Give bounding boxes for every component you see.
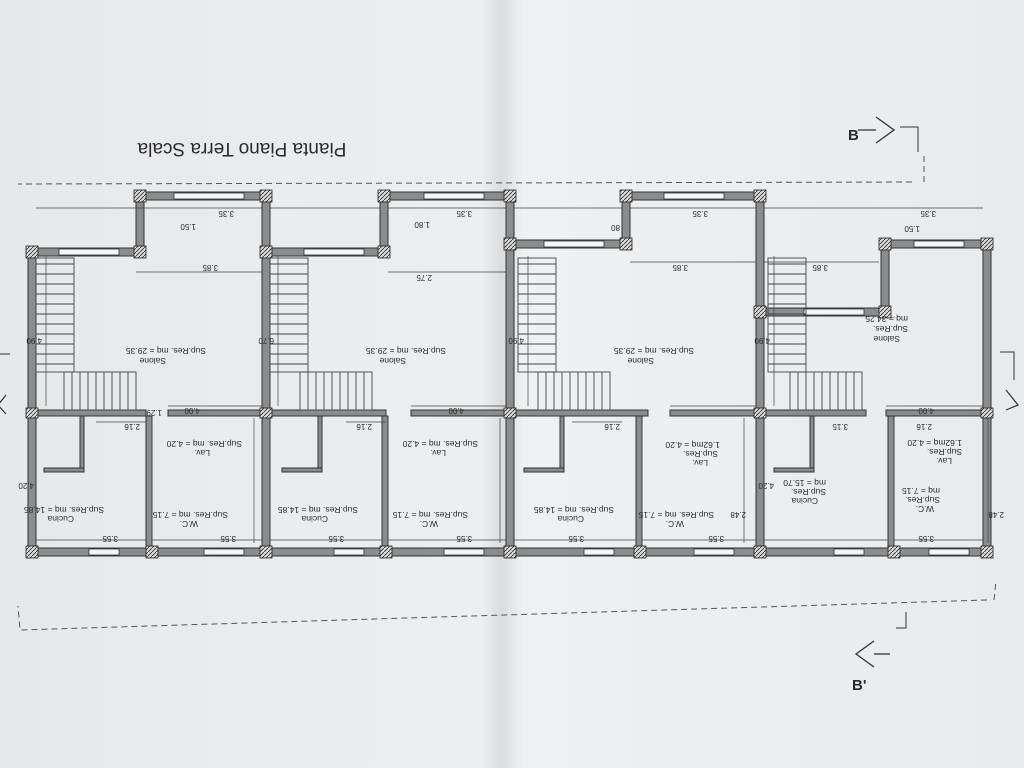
dim-label: 2.48: [730, 510, 746, 519]
room-name-lav: Lav.: [937, 456, 952, 466]
dashed-outline: [17, 181, 997, 631]
room-name-cucina: Cucina: [301, 514, 328, 524]
dim-label: 3.55: [708, 534, 724, 543]
party-wall-2: [505, 243, 515, 557]
dim-label: 3.15: [832, 422, 848, 431]
dim-label: 3.85: [202, 263, 218, 272]
room-area: Sup.Res. mq = 29.35: [366, 346, 446, 356]
dim-label: 4.20: [758, 481, 774, 490]
dim-label: 3.35: [692, 209, 708, 218]
room-area: mq = 15.70: [783, 478, 826, 488]
section-marker-bottom: B': [852, 612, 907, 694]
section-label-b-prime: B': [852, 677, 866, 694]
dim-label: 3.35: [218, 209, 234, 218]
room-area: Sup.Res. mq = 14.85: [24, 505, 104, 515]
wall-back-2: [880, 239, 890, 317]
room-area: Sup.Res. mq = 4.20: [402, 439, 478, 449]
room-name-cucina: Cucina: [791, 496, 818, 506]
room-area: mq = 34.25: [865, 314, 908, 324]
dim-label: 2.48: [988, 510, 1004, 519]
room-labels: Salone Sup.Res. mq = 34.25 Cucina Sup.Re…: [24, 314, 962, 529]
columns: [25, 189, 994, 559]
dim-label: 3.85: [672, 263, 688, 272]
dim-label: 4.90: [508, 336, 524, 345]
room-area: Sup.Res.: [873, 324, 908, 334]
room-name-lav: Lav.: [431, 448, 446, 458]
dim-label: 80: [611, 223, 620, 232]
room-area: Sup.Res.: [791, 487, 826, 497]
section-marker-right: [1000, 351, 1019, 411]
dim-label: 3.55: [918, 534, 934, 543]
stair-unit-3: [269, 257, 373, 411]
dim-label: 4.00: [448, 406, 464, 415]
dim-label: 2.16: [124, 422, 140, 431]
dim-label: 3.55: [102, 534, 118, 543]
dimension-lines: [36, 207, 989, 544]
room-area: Sup.Res.: [927, 447, 962, 457]
room-name-wc: W.C.: [916, 504, 934, 514]
section-marker-top: B: [848, 116, 919, 152]
room-name-wc: W.C.: [180, 519, 198, 529]
stairs: [35, 257, 863, 411]
room-area: Sup.Res.: [683, 449, 718, 459]
stair-unit-4: [35, 257, 137, 411]
dim-label: 1.50: [180, 222, 196, 231]
dimension-labels: 3.35 1.50 3.85 4.90 4.00 2.16 3.55 2.48 …: [18, 209, 1004, 543]
room-name-lav: Lav.: [195, 448, 210, 458]
dim-label: 3.35: [920, 209, 936, 218]
room-area: Sup.Res. mq = 29.35: [126, 346, 206, 356]
dim-label: 2.75: [416, 273, 432, 282]
wall-right-end: [982, 239, 992, 557]
room-area: Sup.Res. mq = 7.15: [152, 510, 228, 520]
dim-label: 4.00: [918, 406, 934, 415]
room-area: 1.62mq = 4.20: [907, 438, 962, 448]
room-area: Sup.Res.: [905, 495, 940, 505]
dim-label: 4.00: [184, 406, 200, 415]
party-wall-3: [261, 251, 271, 557]
dim-label: 2.16: [604, 422, 620, 431]
room-name-lav: Lav.: [693, 458, 708, 468]
section-marker-left: [0, 353, 10, 415]
room-area: mq = 7.15: [902, 486, 940, 496]
room-area: 1.62mq = 4.20: [665, 440, 720, 450]
party-wall-1: [755, 311, 765, 557]
stair-unit-1: [767, 257, 863, 411]
dim-label: 1.80: [414, 220, 430, 229]
room-area: Sup.Res. mq = 4.20: [166, 439, 242, 449]
dim-label: 2.16: [916, 422, 932, 431]
floor-plan: Pianta Piano Terra Scala: [17, 138, 1004, 631]
room-name-salone: Salone: [379, 356, 406, 366]
dim-label: 6.70: [258, 336, 274, 345]
room-name-cucina: Cucina: [557, 514, 584, 524]
wall-back-4: [755, 191, 765, 317]
room-area: Sup.Res. mq = 14.85: [534, 505, 614, 515]
room-area: Sup.Res. mq = 7.15: [392, 510, 468, 520]
dim-label: 1.29: [146, 408, 162, 417]
room-name-wc: W.C.: [420, 519, 438, 529]
dim-label: 4.20: [18, 481, 34, 490]
room-name-salone: Salone: [627, 356, 654, 366]
plan-title: Pianta Piano Terra Scala: [137, 138, 346, 159]
dim-label: 3.85: [812, 263, 828, 272]
dim-label: 1.50: [904, 224, 920, 233]
dim-label: 3.55: [328, 534, 344, 543]
stair-unit-2: [517, 257, 611, 411]
room-area: Sup.Res. mq = 7.15: [638, 510, 714, 520]
room-area: Sup.Res. mq = 29.35: [614, 346, 694, 356]
room-name-salone: Salone: [139, 356, 166, 366]
dim-label: 3.35: [456, 209, 472, 218]
room-name-wc: W.C.: [666, 519, 684, 529]
dim-label: 3.55: [568, 534, 584, 543]
section-label-b: B: [848, 127, 859, 144]
room-name-salone: Salone: [873, 334, 900, 344]
windows: [58, 192, 970, 556]
room-name-cucina: Cucina: [47, 514, 74, 524]
dim-label: 3.55: [220, 534, 236, 543]
dim-label: 2.16: [356, 422, 372, 431]
dim-label: 4.90: [26, 336, 42, 345]
dim-label: 3.55: [456, 534, 472, 543]
dim-label: 4.90: [754, 336, 770, 345]
room-area: Sup.Res. mq = 14.85: [278, 505, 358, 515]
